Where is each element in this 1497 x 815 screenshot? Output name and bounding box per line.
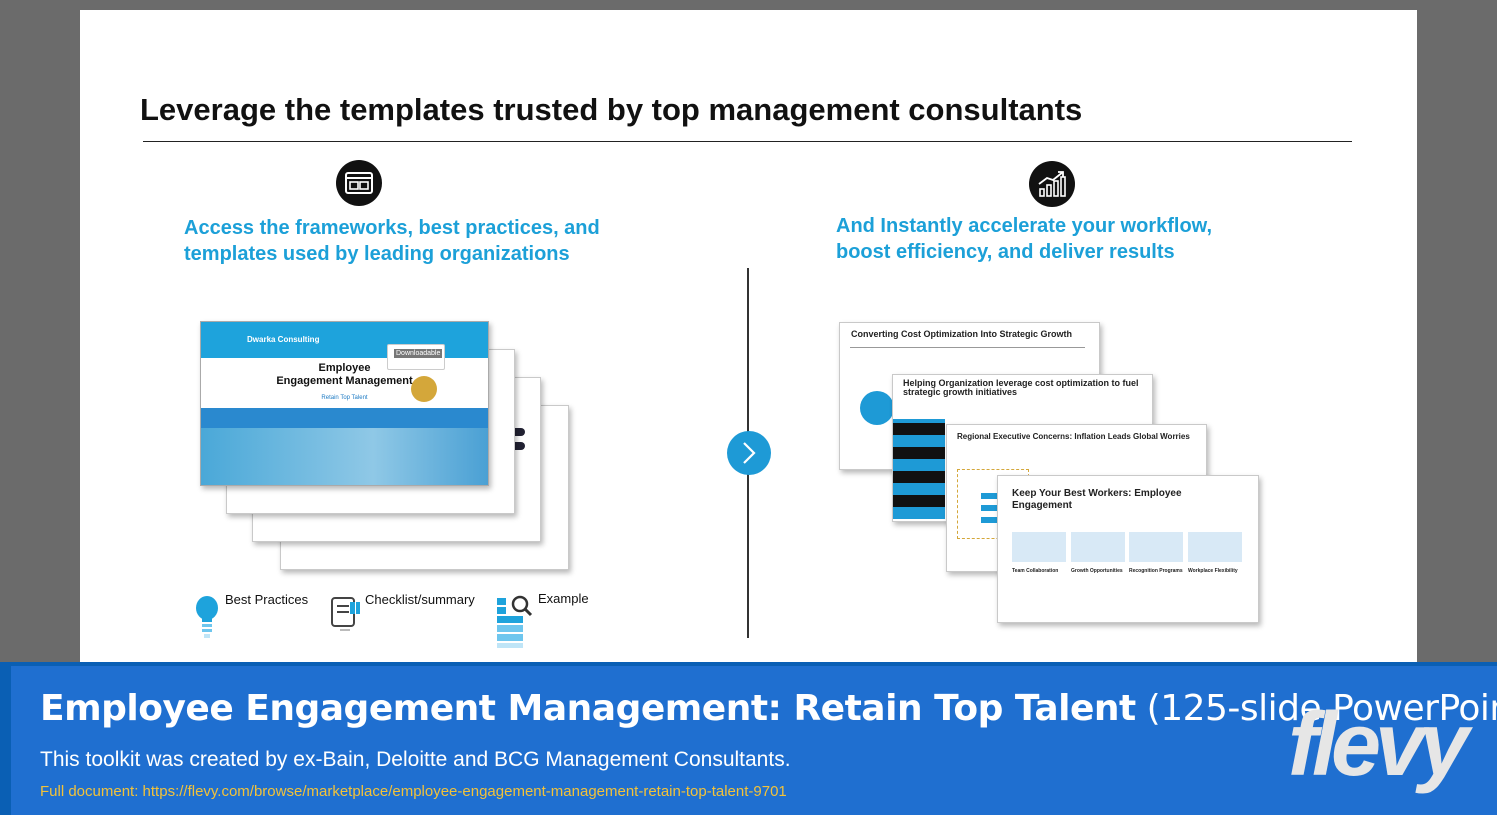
document-title-meta: (125-slide PowerPoint) [1146,688,1497,729]
cover-brand: Dwarka Consulting [247,335,320,344]
checklist-icon [328,594,362,645]
cover-thumbnail: Dwarka Consulting Downloadable Employee … [200,321,489,486]
right-thumb-2-title: Helping Organization leverage cost optim… [903,378,1139,397]
left-headline-line-1: Access the frameworks, best practices, a… [184,217,600,239]
thumb-mosaic [893,419,945,519]
next-arrow-button[interactable] [727,431,771,475]
right-thumb-3-title: Regional Executive Concerns: Inflation L… [957,432,1190,441]
thumb-illustration [1129,532,1183,562]
title-divider [143,141,1352,142]
thumb-col-label: Team Collaboration [1012,568,1059,574]
cover-badge: Downloadable [387,344,445,370]
document-subtitle: This toolkit was created by ex-Bain, Del… [40,748,791,771]
right-headline-line-2: boost efficiency, and deliver results [836,241,1175,263]
cover-subtitle: Retain Top Talent [321,395,368,401]
legend-example: Example [538,591,589,606]
document-title: Employee Engagement Management: Retain T… [40,688,1497,729]
thumb-illustration [1012,532,1066,562]
example-magnifier-icon [494,592,534,653]
right-thumb-4: Keep Your Best Workers: Employee Engagem… [997,475,1259,623]
cover-title-2: Engagement Management [276,375,413,387]
footer-banner [0,662,1497,815]
flevy-logo: flevy [1288,695,1469,795]
thumb-illustration [1188,532,1242,562]
thumb-bar [981,493,997,499]
thumb-pill [505,442,525,450]
growth-chart-icon [1029,161,1075,207]
right-headline: And Instantly accelerate your workflow, … [836,213,1212,265]
right-headline-line-1: And Instantly accelerate your workflow, [836,215,1213,237]
document-title-main: Employee Engagement Management: Retain T… [40,688,1136,729]
presentation-window-icon [336,160,382,206]
slide-canvas: Leverage the templates trusted by top ma… [80,10,1417,670]
cover-title-1: Employee [318,362,371,374]
thumb-col-label: Growth Opportunities [1071,568,1123,574]
award-seal-icon [411,376,437,402]
thumb-pill [505,428,525,436]
thumb-col-label: Workplace Flexibility [1188,568,1238,574]
slide-title: Leverage the templates trusted by top ma… [140,92,1083,127]
cover-menu-band [201,408,488,428]
chevron-right-icon [743,442,756,464]
right-thumb-4-title: Keep Your Best Workers: Employee Engagem… [1012,488,1182,511]
document-link[interactable]: Full document: https://flevy.com/browse/… [40,783,787,800]
thumb-bar [981,505,997,511]
thumb-col-label: Recognition Programs [1129,568,1183,574]
cover-photo [201,428,488,485]
cover-badge-label: Downloadable [394,349,443,358]
thumb-bar [981,517,997,523]
thumb-rule [850,347,1085,348]
left-headline-line-2: templates used by leading organizations [184,243,570,265]
legend-best-practices: Best Practices [225,592,309,607]
thumb-circle [860,391,894,425]
right-thumb-1-title: Converting Cost Optimization Into Strate… [851,329,1073,339]
left-headline: Access the frameworks, best practices, a… [184,215,600,267]
lightbulb-icon [194,596,220,649]
thumb-illustration [1071,532,1125,562]
legend-checklist: Checklist/summary [365,592,475,607]
footer-panel [11,666,1497,815]
